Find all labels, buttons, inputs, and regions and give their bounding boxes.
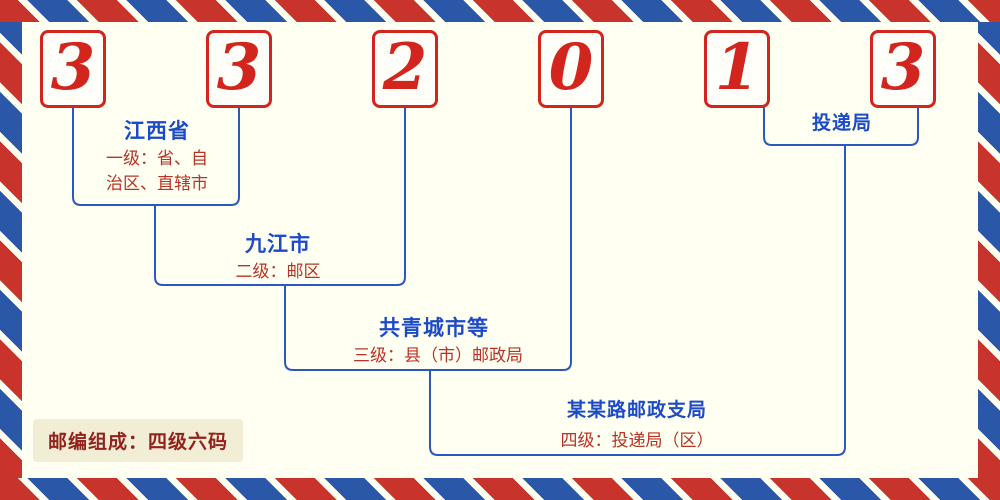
connector-level3 [284, 107, 572, 371]
level4-place-name: 某某路邮政支局 [566, 400, 708, 421]
composition-badge: 邮编组成：四级六码 [33, 419, 244, 462]
level1-place-name: 江西省 [124, 120, 190, 143]
connector-delivery [763, 107, 919, 146]
airmail-border-right [978, 22, 1000, 478]
airmail-border-left [0, 22, 22, 478]
postal-digit-2: 3 [206, 30, 272, 108]
level1-description: 一级：省、自 治区、直辖市 [106, 149, 208, 193]
postal-digit-1: 3 [40, 30, 106, 108]
airmail-border-bottom [0, 478, 1000, 500]
airmail-border-top [0, 0, 1000, 22]
postal-digit-6: 3 [870, 30, 936, 108]
connector-level4 [429, 144, 846, 456]
level2-description: 二级：邮区 [235, 262, 321, 281]
postal-digit-4: 0 [538, 30, 604, 108]
level2-place-name: 九江市 [245, 233, 311, 256]
postal-digit-5: 1 [704, 30, 770, 108]
delivery-office-label: 投递局 [811, 113, 873, 134]
level3-description: 三级：县（市）邮政局 [353, 346, 523, 365]
postal-digit-3: 2 [372, 30, 438, 108]
connector-level2 [154, 107, 406, 286]
level3-place-name: 共青城市等 [379, 317, 489, 340]
level4-description: 四级：投递局（区） [560, 431, 714, 450]
